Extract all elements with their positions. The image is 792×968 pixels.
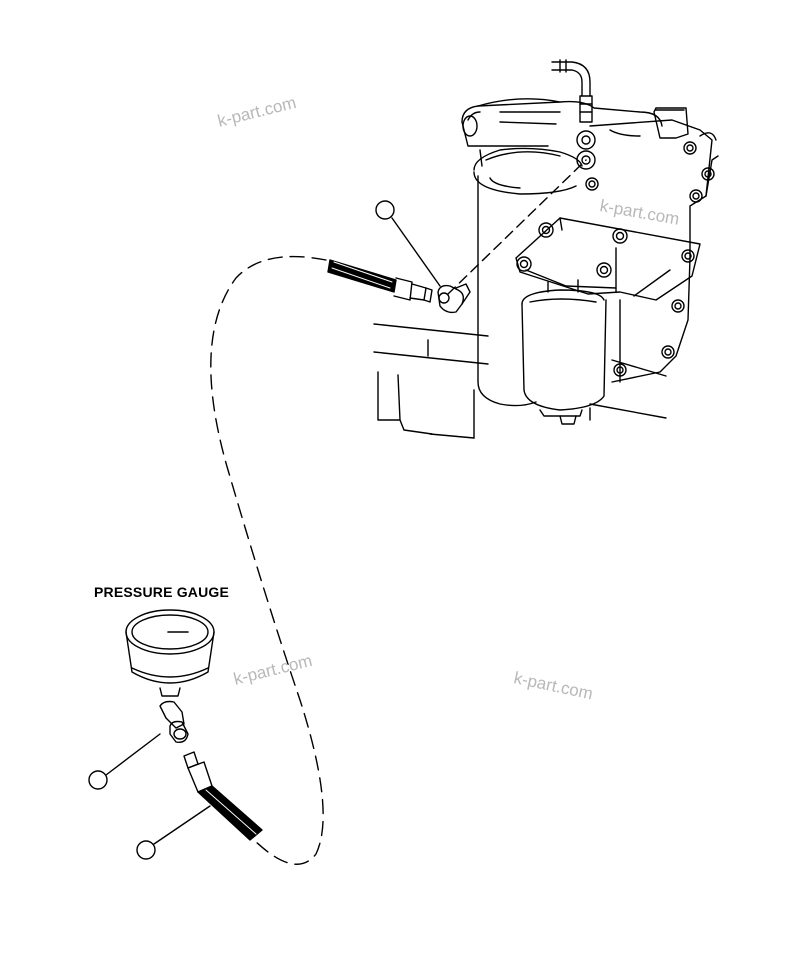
gauge-elbow-fitting (159, 700, 189, 744)
bracket-bolts (516, 222, 628, 278)
callout-leader-top (391, 217, 441, 287)
engine-filter-assembly (373, 59, 719, 439)
callout-leader-hose (153, 805, 211, 845)
pressure-gauge-label: PRESSURE GAUGE (94, 584, 230, 600)
callout-circle-hose (136, 840, 156, 860)
hose-upper (327, 259, 471, 314)
connection-dashes (447, 159, 587, 295)
banjo-fitting (551, 59, 596, 170)
callout-circle-top (375, 200, 395, 220)
pressure-gauge (125, 609, 215, 697)
callout-circle-elbow (88, 770, 108, 790)
hose-lower (183, 751, 263, 841)
housing-bolts (585, 141, 715, 377)
callout-leader-elbow (105, 733, 161, 776)
hose-dashed-loop (210, 255, 327, 865)
